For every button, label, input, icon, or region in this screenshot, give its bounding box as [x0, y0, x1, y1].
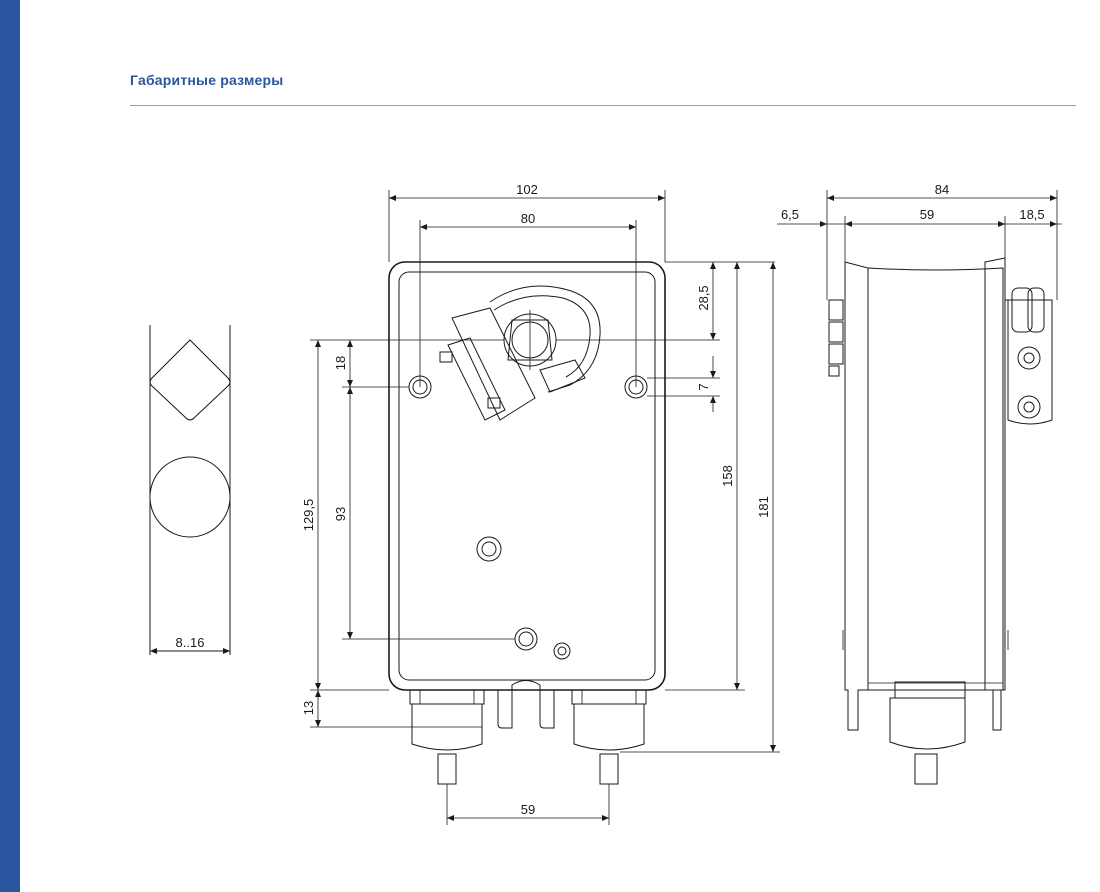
page-title: Габаритные размеры: [130, 72, 284, 88]
shaft-adapter-view: 8..16: [149, 325, 231, 655]
dim-top-to-axis: 28,5: [696, 285, 711, 310]
cable-gland-right: [571, 689, 647, 785]
dim-side-depth: 84: [935, 182, 949, 197]
dim-holes-spacing: 80: [521, 211, 535, 226]
dim-side-flange: 6,5: [781, 207, 799, 222]
square-shaft-outline: [149, 339, 231, 421]
small-screw: [553, 642, 571, 660]
left-accent-bar: [0, 0, 20, 892]
title-divider: [130, 105, 1076, 106]
round-shaft-outline: [149, 456, 231, 538]
dim-side-body: 59: [920, 207, 934, 222]
dim-front-width: 102: [516, 182, 538, 197]
actuator-housing: [388, 261, 666, 691]
dim-shaft-width: 8..16: [176, 635, 205, 650]
dim-side-bracket: 18,5: [1019, 207, 1044, 222]
dim-hole-offset: 7: [696, 383, 711, 390]
dim-body-height: 158: [720, 465, 735, 487]
dim-total-height: 181: [756, 496, 771, 518]
dim-axis-to-holes: 18: [333, 356, 348, 370]
center-screw: [476, 536, 502, 562]
dim-axis-to-bottom: 129,5: [301, 499, 316, 532]
dim-glands-spacing: 59: [521, 802, 535, 817]
front-view: 102 80 28,5 7 158 181: [301, 182, 780, 825]
dim-gland-offset: 13: [301, 701, 316, 715]
side-view: 84 6,5 59 18,5: [777, 182, 1062, 785]
dim-holes-to-bottom: 93: [333, 507, 348, 521]
cable-gland-left: [409, 689, 485, 785]
